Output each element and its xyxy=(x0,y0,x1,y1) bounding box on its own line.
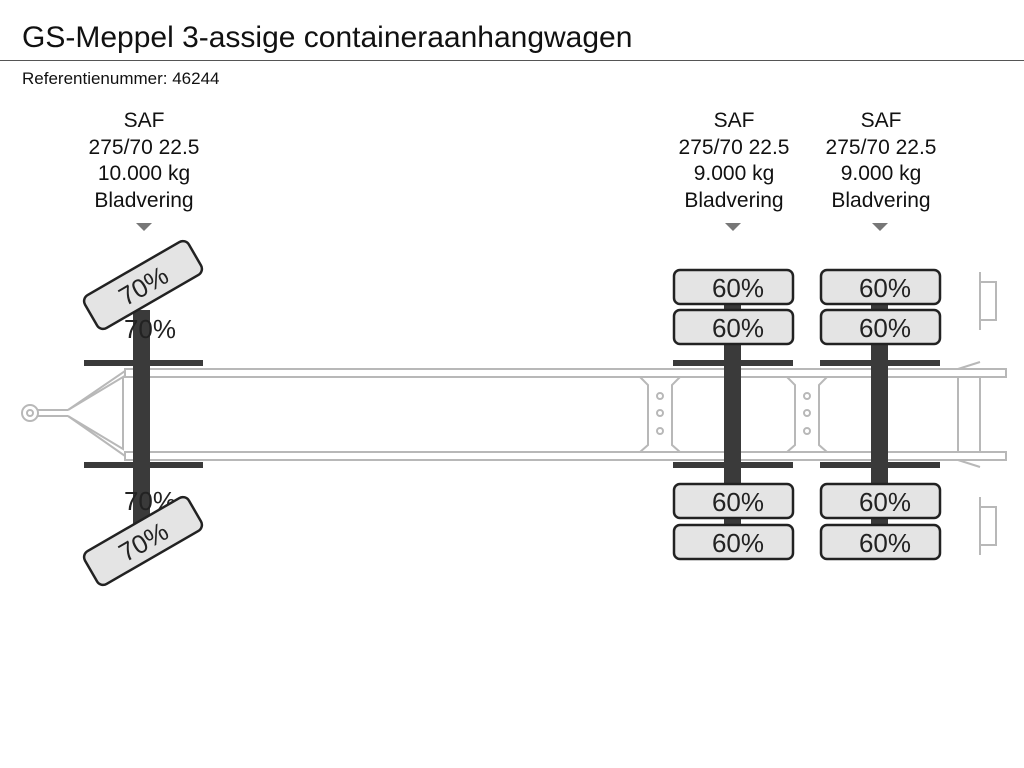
axle-2-tire-size: 275/70 22.5 xyxy=(678,135,790,159)
axle-1: 70% 70% 70% 70% xyxy=(82,239,204,587)
axle-3-brand: SAF xyxy=(860,109,902,132)
page-title: GS-Meppel 3-assige containeraanhangwagen xyxy=(22,21,633,54)
title-divider xyxy=(0,60,1024,61)
axle-3-beam xyxy=(871,300,888,530)
reference-number: Referentienummer: 46244 xyxy=(22,69,220,88)
axle-2-tire-lower-outer-label: 60% xyxy=(712,528,764,558)
axle-3-tire-upper-outer-label: 60% xyxy=(859,273,911,303)
axle-3-tire-upper-outer xyxy=(819,268,942,306)
axle-3-marker xyxy=(872,223,888,231)
axle-2-spec: SAF 275/70 22.5 9.000 kg Bladvering xyxy=(634,108,834,214)
axle-2-upper-spring xyxy=(673,360,793,366)
axle-2-tire-upper-inner-label: 60% xyxy=(712,313,764,343)
axle-3-tire-upper-inner xyxy=(819,308,942,346)
axle-2-tire-lower-inner xyxy=(672,482,795,520)
axle-1-tire-upper-inner-label: 70% xyxy=(124,314,176,344)
axle-1-brand: SAF xyxy=(123,109,165,132)
cross-members xyxy=(639,376,828,453)
axle-1-lower-spring xyxy=(84,462,203,468)
axle-2-tire-upper-inner xyxy=(672,308,795,346)
axle-3-tire-lower-outer-label: 60% xyxy=(859,528,911,558)
axle-2-tire-lower-inner-label: 60% xyxy=(712,487,764,517)
axle-2-suspension: Bladvering xyxy=(684,188,784,212)
axle-1-tire-lower-outer xyxy=(82,495,204,587)
axle-3-tire-upper-inner-label: 60% xyxy=(859,313,911,343)
axle-2-tire-lower-outer xyxy=(672,523,795,561)
rear-brackets xyxy=(979,272,997,555)
drawbar xyxy=(21,370,130,457)
axle-3-tire-lower-inner xyxy=(819,482,942,520)
axle-3-tire-lower-outer xyxy=(819,523,942,561)
axle-2: 60% 60% 60% 60% xyxy=(672,268,795,561)
axle-2-tire-upper-outer-label: 60% xyxy=(712,273,764,303)
axle-1-suspension: Bladvering xyxy=(94,188,194,212)
axle-3-spec: SAF 275/70 22.5 9.000 kg Bladvering xyxy=(781,108,981,214)
axle-3-capacity: 9.000 kg xyxy=(840,162,922,185)
axle-3-suspension: Bladvering xyxy=(831,188,931,212)
axle-3-lower-spring xyxy=(820,462,940,468)
axle-1-tire-size: 275/70 22.5 xyxy=(88,135,200,159)
axle-1-spec: SAF 275/70 22.5 10.000 kg Bladvering xyxy=(44,108,244,214)
axle-2-beam xyxy=(724,300,741,530)
chassis-frame xyxy=(124,361,1007,468)
axle-2-tire-upper-outer xyxy=(672,268,795,306)
axle-3-tire-lower-inner-label: 60% xyxy=(859,487,911,517)
axle-3-tire-size: 275/70 22.5 xyxy=(825,135,937,159)
axle-1-tire-upper-outer xyxy=(82,239,204,331)
axle-1-marker xyxy=(136,223,152,231)
axle-2-capacity: 9.000 kg xyxy=(693,162,775,185)
axle-2-marker xyxy=(725,223,741,231)
axle-3: 60% 60% 60% 60% xyxy=(819,268,942,561)
axle-2-lower-spring xyxy=(673,462,793,468)
axle-1-upper-spring xyxy=(84,360,203,366)
axle-3-upper-spring xyxy=(820,360,940,366)
axle-2-brand: SAF xyxy=(713,109,755,132)
axle-1-capacity: 10.000 kg xyxy=(97,162,191,185)
